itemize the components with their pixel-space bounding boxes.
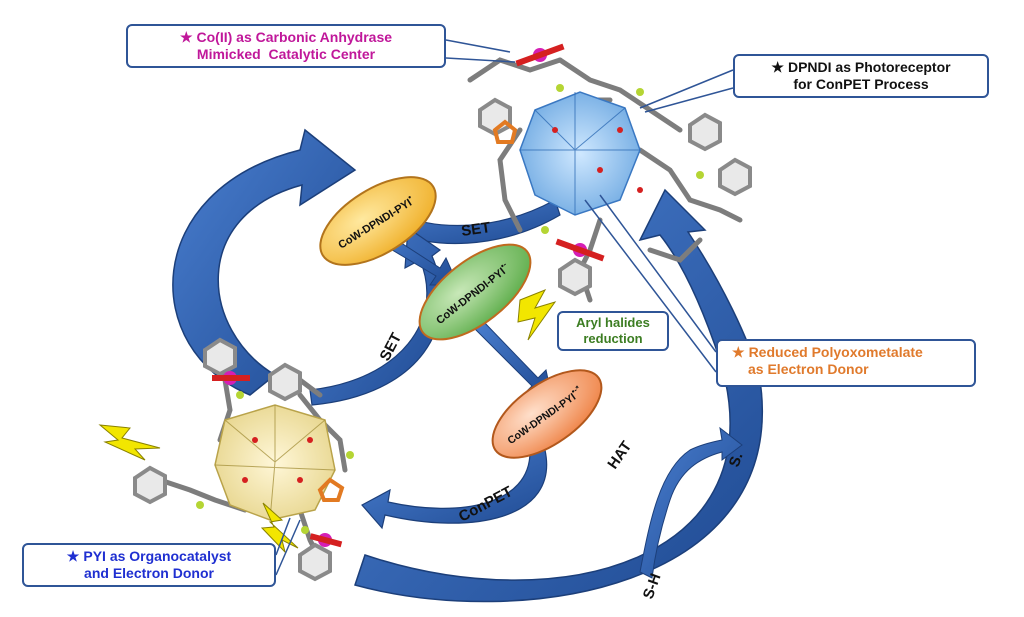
crystal-structure-top <box>467 43 752 303</box>
arrow-conpet <box>361 449 548 530</box>
label-hat: HAT <box>604 438 635 472</box>
callout-pom-line2: as Electron Donor <box>748 361 869 377</box>
arrow-set-left <box>309 226 442 406</box>
callout-pyi-line1: PYI as Organocatalyst <box>83 548 232 564</box>
callout-pointers <box>275 39 734 576</box>
callout-reduced-polyoxometalate: ★Reduced Polyoxometalate as Electron Don… <box>716 339 976 387</box>
crystal-structure-bottom <box>133 337 354 582</box>
callout-co-line1: Co(II) as Carbonic Anhydrase <box>196 29 393 45</box>
arrow-left-arc <box>172 128 357 396</box>
star-icon: ★ <box>732 344 745 360</box>
callout-pyi-organocatalyst: ★PYI as Organocatalyst and Electron Dono… <box>22 543 276 587</box>
arrow-hat <box>639 426 743 579</box>
star-icon: ★ <box>771 59 784 75</box>
star-icon: ★ <box>66 548 80 564</box>
lightning-bolt-icon <box>98 424 161 461</box>
label-s-radical: S. <box>726 450 747 469</box>
callout-dpndi-photoreceptor: ★DPNDI as Photoreceptor for ConPET Proce… <box>733 54 989 98</box>
species-middle-sup: •- <box>499 260 509 271</box>
species-middle: CoW-DPNDI-PYI•- <box>418 243 532 341</box>
species-bottom: CoW-DPNDI-PYI•-* <box>491 369 603 459</box>
species-top-sup: • <box>406 193 413 202</box>
species-top: CoW-DPNDI-PYI• <box>319 176 437 266</box>
callout-pyi-line2: and Electron Donor <box>84 565 214 581</box>
callout-aryl-line2: reduction <box>583 331 643 346</box>
callout-pom-line1: Reduced Polyoxometalate <box>748 344 923 360</box>
callout-dpndi-line1: DPNDI as Photoreceptor <box>787 59 951 75</box>
callout-cobalt-catalytic-center: ★Co(II) as Carbonic Anhydrase Mimicked C… <box>126 24 446 68</box>
lightning-bolt-icon <box>517 289 557 341</box>
label-s-h: S-H <box>640 571 665 601</box>
callout-aryl-line1: Aryl halides <box>576 315 650 330</box>
callout-dpndi-line2: for ConPET Process <box>793 76 929 92</box>
callout-co-line2: Mimicked Catalytic Center <box>196 46 376 62</box>
label-set-top: SET <box>460 219 491 240</box>
callout-aryl-halides-reduction: Aryl halides reduction <box>557 311 669 351</box>
star-icon: ★ <box>179 29 193 45</box>
